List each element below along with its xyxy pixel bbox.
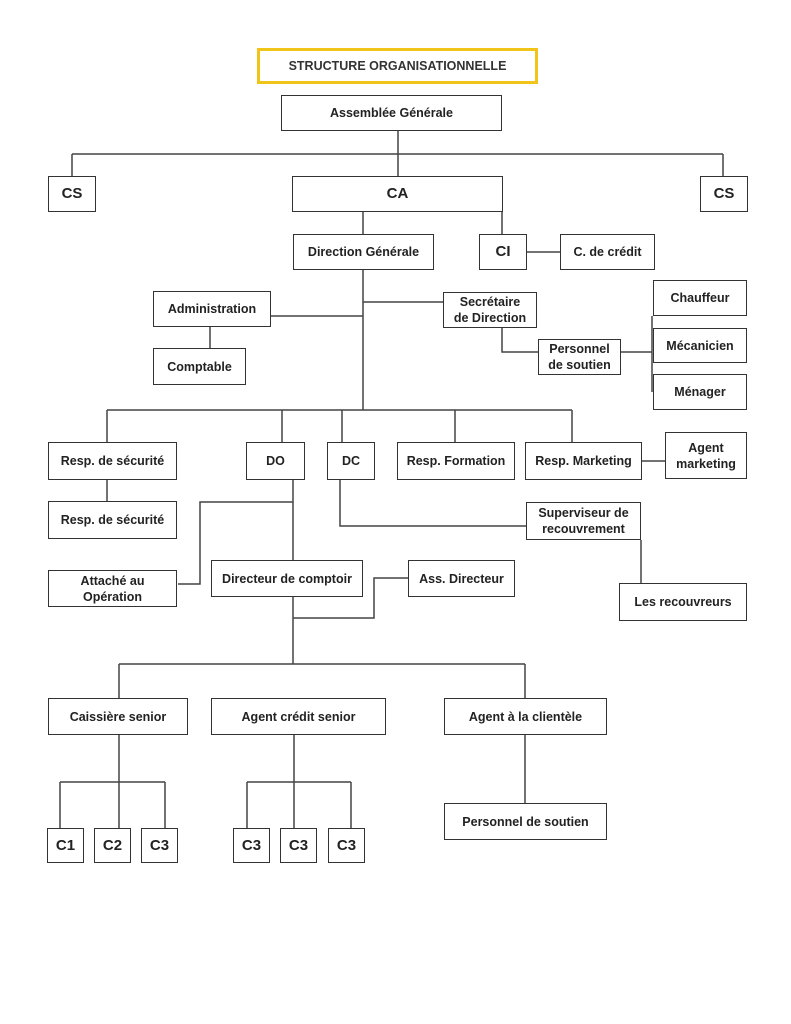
node-cs-left: CS [48, 176, 96, 212]
node-agent-marketing: Agent marketing [665, 432, 747, 479]
node-les-recouvreurs: Les recouvreurs [619, 583, 747, 621]
node-resp-marketing: Resp. Marketing [525, 442, 642, 480]
node-cs-right: CS [700, 176, 748, 212]
node-chauffeur: Chauffeur [653, 280, 747, 316]
node-c3: C3 [233, 828, 270, 863]
node-c2: C2 [94, 828, 131, 863]
node-c1: C1 [47, 828, 84, 863]
node-administration: Administration [153, 291, 271, 327]
node-superviseur-recouvrement: Superviseur de recouvrement [526, 502, 641, 540]
node-resp-securite: Resp. de sécurité [48, 442, 177, 480]
node-assemblee-generale: Assemblée Générale [281, 95, 502, 131]
chart-title: STRUCTURE ORGANISATIONNELLE [257, 48, 538, 84]
node-comptable: Comptable [153, 348, 246, 385]
node-mecanicien: Mécanicien [653, 328, 747, 363]
node-c-de-credit: C. de crédit [560, 234, 655, 270]
node-agent-clientele: Agent à la clientèle [444, 698, 607, 735]
node-do: DO [246, 442, 305, 480]
node-caissiere-senior: Caissière senior [48, 698, 188, 735]
node-menager: Ménager [653, 374, 747, 410]
node-direction-generale: Direction Générale [293, 234, 434, 270]
node-directeur-comptoir: Directeur de comptoir [211, 560, 363, 597]
node-personnel-soutien: Personnel de soutien [538, 339, 621, 375]
node-resp-formation: Resp. Formation [397, 442, 515, 480]
node-dc: DC [327, 442, 375, 480]
node-resp-securite-2: Resp. de sécurité [48, 501, 177, 539]
node-attache-operation: Attaché au Opération [48, 570, 177, 607]
node-personnel-soutien-2: Personnel de soutien [444, 803, 607, 840]
node-agent-credit-senior: Agent crédit senior [211, 698, 386, 735]
node-c3: C3 [280, 828, 317, 863]
node-ci: CI [479, 234, 527, 270]
node-ass-directeur: Ass. Directeur [408, 560, 515, 597]
node-c3: C3 [328, 828, 365, 863]
node-ca: CA [292, 176, 503, 212]
node-c3: C3 [141, 828, 178, 863]
node-secretaire-direction: Secrétaire de Direction [443, 292, 537, 328]
